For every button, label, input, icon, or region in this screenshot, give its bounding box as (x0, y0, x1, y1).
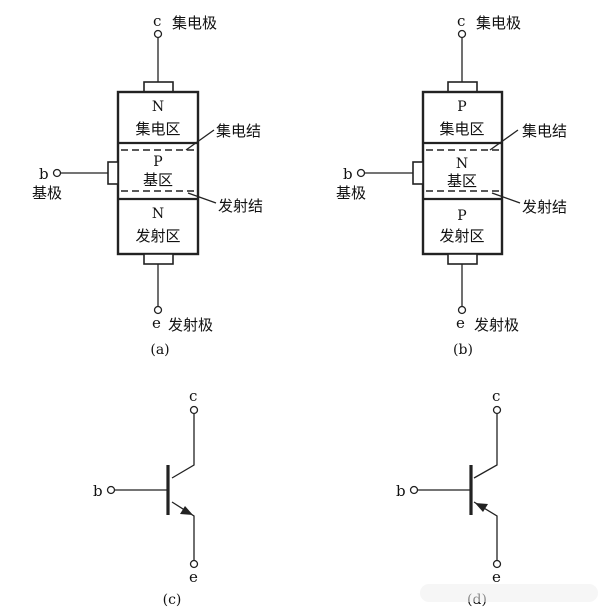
emitter-arrow-icon (475, 503, 488, 512)
base-label: 基极 (336, 184, 366, 202)
collector-contact-pad (447, 81, 478, 93)
base-label: 基极 (32, 184, 62, 202)
base-region-label: 基区 (447, 172, 477, 190)
base-region-type: P (153, 154, 162, 170)
emitter-label: 发射极 (474, 316, 519, 334)
emitter-terminal (492, 559, 502, 569)
emitter-region-type: N (152, 206, 164, 222)
emitter-region-type: P (457, 208, 466, 224)
emitter-letter: e (492, 568, 501, 586)
collector-junction-pointer (489, 129, 519, 151)
base-letter: b (343, 165, 353, 183)
collector-letter: c (153, 12, 161, 30)
collector-region-label: 集电区 (135, 120, 180, 138)
emitter-junction-pointer (491, 192, 521, 204)
collector-region-type: N (152, 99, 164, 115)
collector-junction-label: 集电结 (216, 122, 261, 140)
emitter-lead (171, 501, 195, 560)
base-letter: b (39, 165, 49, 183)
npn-transistor-symbol: c b e (c) (93, 387, 199, 608)
emitter-terminal (457, 305, 467, 315)
pnp-structure-diagram: c 集电极 P 集电区 N 基区 P 发射区 集电结 发射结 b 基极 e 发射… (336, 12, 567, 358)
collector-terminal (457, 29, 467, 39)
base-contact-pad (412, 161, 424, 185)
base-region-label: 基区 (143, 171, 173, 189)
collector-contact-pad (143, 81, 174, 93)
emitter-junction-label: 发射结 (218, 197, 263, 215)
collector-lead (171, 414, 195, 479)
collector-letter: c (189, 387, 197, 405)
collector-letter: c (492, 387, 500, 405)
collector-terminal (189, 405, 199, 415)
emitter-junction-pointer (187, 192, 217, 204)
base-terminal (409, 485, 419, 495)
collector-region-type: P (457, 99, 466, 115)
base-contact-pad (107, 161, 119, 185)
base-letter: b (396, 482, 406, 500)
emitter-label: 发射极 (168, 316, 213, 334)
caption-b: (b) (453, 342, 473, 358)
emitter-junction-label: 发射结 (522, 198, 567, 216)
base-region-type: N (456, 156, 468, 172)
collector-region-label: 集电区 (439, 120, 484, 138)
emitter-contact-pad (447, 253, 478, 265)
collector-label: 集电极 (172, 14, 217, 32)
caption-a: (a) (150, 342, 169, 358)
emitter-lead (473, 501, 498, 560)
emitter-contact-pad (143, 253, 174, 265)
base-terminal (356, 168, 366, 178)
emitter-letter: e (152, 314, 161, 332)
emitter-terminal (189, 559, 199, 569)
collector-terminal (153, 29, 163, 39)
base-terminal (106, 485, 116, 495)
pnp-transistor-symbol: c b e (d) (396, 387, 502, 608)
base-terminal (52, 168, 62, 178)
watermark-overlay (420, 584, 598, 602)
collector-lead (473, 414, 498, 479)
emitter-region-label: 发射区 (135, 227, 180, 245)
emitter-letter: e (189, 568, 198, 586)
collector-label: 集电极 (476, 14, 521, 32)
collector-junction-label: 集电结 (522, 122, 567, 140)
emitter-letter: e (456, 314, 465, 332)
collector-terminal (492, 405, 502, 415)
emitter-terminal (153, 305, 163, 315)
emitter-arrow-icon (180, 506, 193, 515)
emitter-region-label: 发射区 (439, 227, 484, 245)
caption-c: (c) (163, 592, 182, 608)
collector-junction-pointer (185, 129, 215, 151)
npn-structure-diagram: c 集电极 N 集电区 P 基区 N 发射区 集电结 发射结 b 基极 e 发射… (32, 12, 263, 358)
collector-letter: c (457, 12, 465, 30)
base-letter: b (93, 482, 103, 500)
